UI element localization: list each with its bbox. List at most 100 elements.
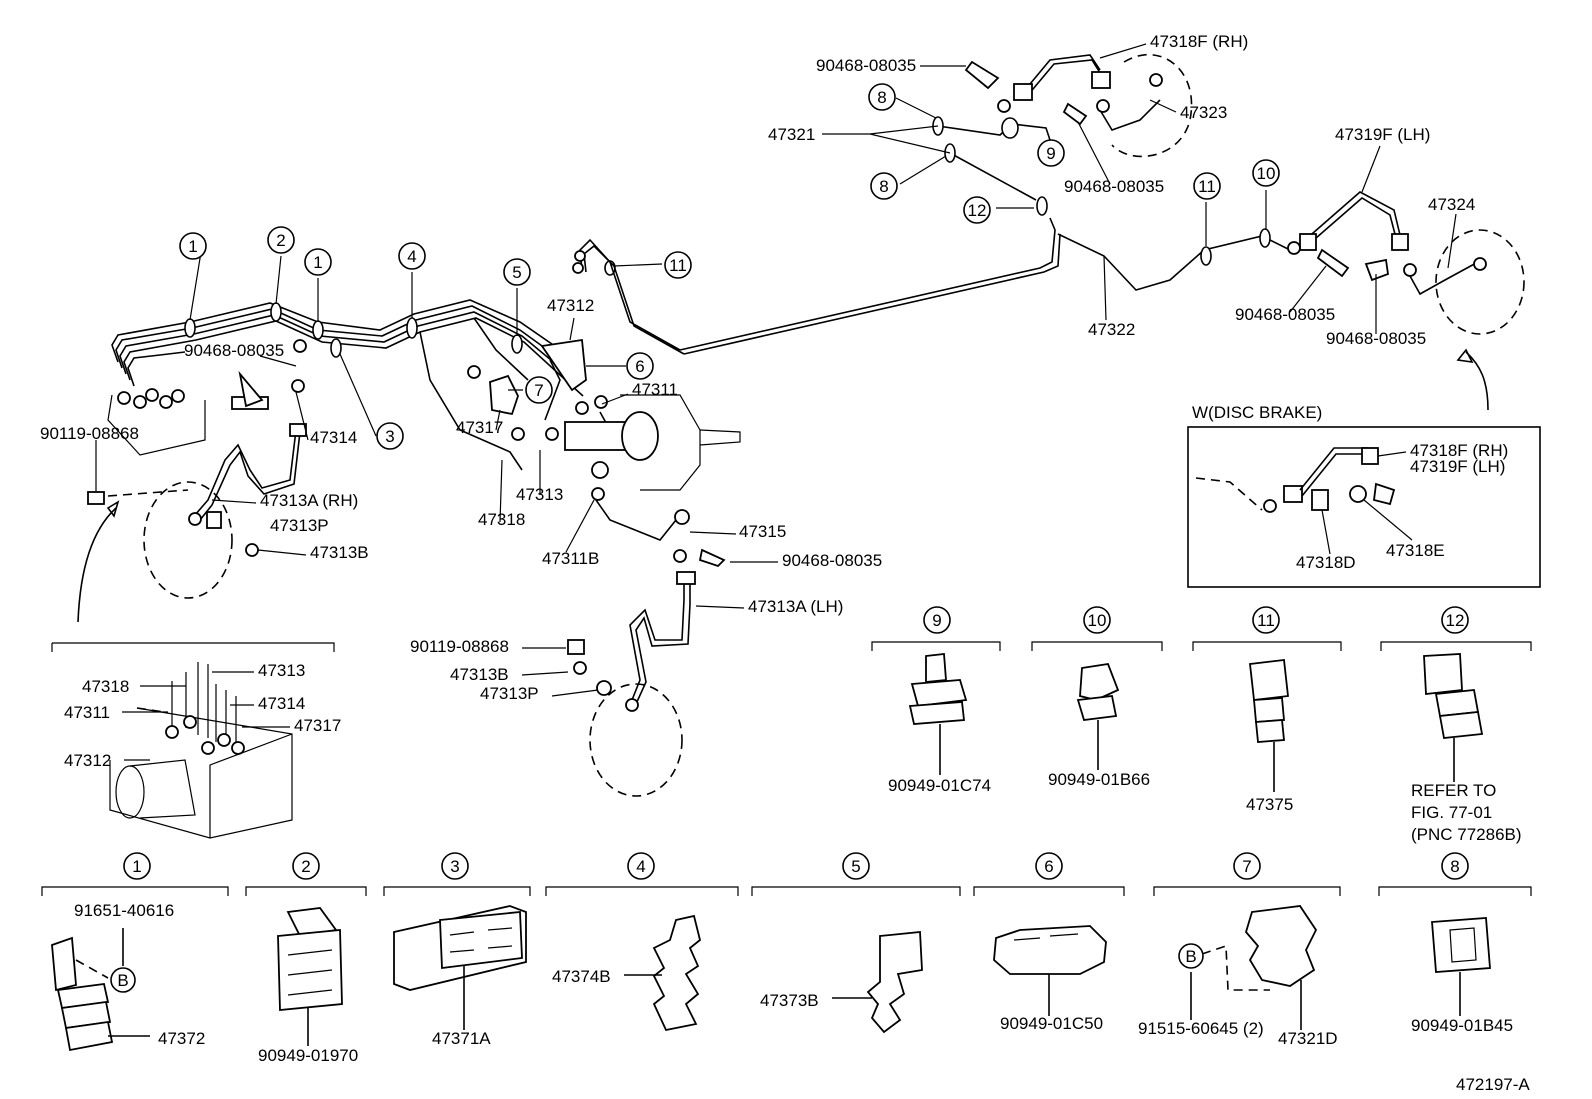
reference-key-number: 11 bbox=[669, 256, 687, 275]
part-number-label: 90468-08035 bbox=[1235, 305, 1335, 324]
reference-key: 1 bbox=[123, 852, 151, 880]
reference-key: 10 bbox=[1083, 606, 1111, 634]
reference-b-circle bbox=[1178, 943, 1204, 969]
part-number-label: 47313B bbox=[450, 665, 509, 684]
reference-key: 12 bbox=[963, 196, 991, 224]
reference-key: 3 bbox=[441, 852, 469, 880]
reference-key-number: 6 bbox=[1044, 857, 1053, 876]
reference-key-circle bbox=[304, 248, 332, 276]
reference-key-circle bbox=[503, 258, 531, 286]
part-number-label: 47318F (RH) bbox=[1410, 441, 1508, 460]
part-number-label: 47313 bbox=[516, 485, 563, 504]
reference-key: 11 bbox=[664, 251, 692, 279]
reference-b-key: B bbox=[110, 967, 136, 993]
part-number-label: 47374B bbox=[552, 967, 611, 986]
part-number-label: (PNC 77286B) bbox=[1411, 825, 1522, 844]
part-number-label: 47322 bbox=[1088, 320, 1135, 339]
part-number-label: 91651-40616 bbox=[74, 901, 174, 920]
reference-key-circle bbox=[376, 422, 404, 450]
part-number-label: 47311B bbox=[542, 549, 599, 568]
part-number-label: 47318D bbox=[1296, 553, 1356, 572]
reference-key-number: 10 bbox=[1088, 611, 1107, 630]
part-number-label: 47317 bbox=[294, 716, 341, 735]
part-number-label: 90949-01C74 bbox=[888, 776, 991, 795]
reference-key: 11 bbox=[1193, 172, 1221, 200]
reference-key-number: 3 bbox=[450, 857, 459, 876]
reference-key-number: 11 bbox=[1257, 611, 1275, 630]
part-number-label: 47313A (RH) bbox=[260, 491, 358, 510]
reference-key-circle bbox=[626, 352, 654, 380]
reference-key-circle bbox=[179, 232, 207, 260]
reference-key-circle bbox=[627, 852, 655, 880]
reference-key: 9 bbox=[923, 606, 951, 634]
reference-key-circle bbox=[1193, 172, 1221, 200]
part-number-label: 47323 bbox=[1180, 103, 1227, 122]
reference-key: 10 bbox=[1252, 159, 1280, 187]
reference-b-key: B bbox=[1178, 943, 1204, 969]
part-number-label: 90949-01970 bbox=[258, 1046, 358, 1065]
part-number-label: FIG. 77-01 bbox=[1411, 803, 1492, 822]
reference-key-number: 8 bbox=[877, 88, 886, 107]
reference-key-number: 3 bbox=[385, 427, 394, 446]
part-number-label: 47318 bbox=[82, 677, 129, 696]
reference-key-circle bbox=[1233, 852, 1261, 880]
part-number-label: 47313A (LH) bbox=[748, 597, 843, 616]
part-number-label: REFER TO bbox=[1411, 781, 1496, 800]
reference-key: 1 bbox=[179, 232, 207, 260]
reference-key-number: 1 bbox=[313, 253, 322, 272]
abs-actuator-block bbox=[51, 642, 335, 839]
reference-key: 1 bbox=[304, 248, 332, 276]
part-number-label: 47372 bbox=[158, 1029, 205, 1048]
reference-key-circle bbox=[842, 852, 870, 880]
part-number-label: 47324 bbox=[1428, 195, 1475, 214]
part-number-label: 90468-08035 bbox=[184, 341, 284, 360]
reference-key-number: 7 bbox=[1242, 857, 1251, 876]
part-number-label: 90119-08868 bbox=[410, 637, 509, 656]
reference-key-circle bbox=[267, 226, 295, 254]
reference-key-circle bbox=[868, 83, 896, 111]
reference-key-number: 2 bbox=[301, 857, 310, 876]
part-number-label: 47313P bbox=[270, 516, 329, 535]
part-number-label: 90468-08035 bbox=[1064, 177, 1164, 196]
reference-key: 5 bbox=[503, 258, 531, 286]
reference-key: 2 bbox=[292, 852, 320, 880]
reference-key-number: 2 bbox=[276, 231, 285, 250]
reference-key-number: 5 bbox=[512, 263, 521, 282]
line-clips-left bbox=[184, 260, 616, 358]
part-number-label: 47313P bbox=[480, 684, 539, 703]
reference-key-number: 1 bbox=[188, 237, 197, 256]
reference-key-number: 12 bbox=[968, 201, 987, 220]
part-number-label: 47371A bbox=[432, 1029, 491, 1048]
rear-brake-line bbox=[679, 196, 1306, 355]
reference-key: 8 bbox=[1441, 852, 1469, 880]
reference-b-keys: BB bbox=[110, 943, 1204, 993]
part-number-label: 47312 bbox=[547, 296, 594, 315]
part-number-label: 90468-08035 bbox=[782, 551, 882, 570]
reference-key-circle bbox=[923, 606, 951, 634]
inset-disc-brake bbox=[1187, 426, 1541, 588]
reference-key-circle bbox=[525, 376, 553, 404]
reference-key-number: 4 bbox=[407, 247, 416, 266]
reference-key-circle bbox=[1035, 852, 1063, 880]
reference-key: 11 bbox=[1252, 606, 1280, 634]
reference-key-circle bbox=[292, 852, 320, 880]
lower-part-brackets bbox=[41, 886, 1532, 896]
diagram-id: 472197-A bbox=[1456, 1075, 1530, 1094]
reference-b-letter: B bbox=[1185, 947, 1196, 966]
reference-key-number: 6 bbox=[635, 357, 644, 376]
reference-key: 8 bbox=[870, 172, 898, 200]
part-number-label: 47373B bbox=[760, 991, 819, 1010]
clip-parts-lower bbox=[51, 905, 1491, 1052]
actuator-fittings-left bbox=[107, 339, 307, 456]
part-number-label: 47313B bbox=[310, 543, 369, 562]
inset-title: W(DISC BRAKE) bbox=[1192, 403, 1322, 422]
reference-key-number: 8 bbox=[879, 177, 888, 196]
reference-key: 9 bbox=[1037, 139, 1065, 167]
reference-key-circle bbox=[1252, 606, 1280, 634]
reference-b-circle bbox=[110, 967, 136, 993]
reference-key-number: 9 bbox=[932, 611, 941, 630]
rear-line-lh bbox=[1287, 191, 1525, 411]
reference-key-circle bbox=[398, 242, 426, 270]
part-number-label: 47317 bbox=[456, 418, 503, 437]
